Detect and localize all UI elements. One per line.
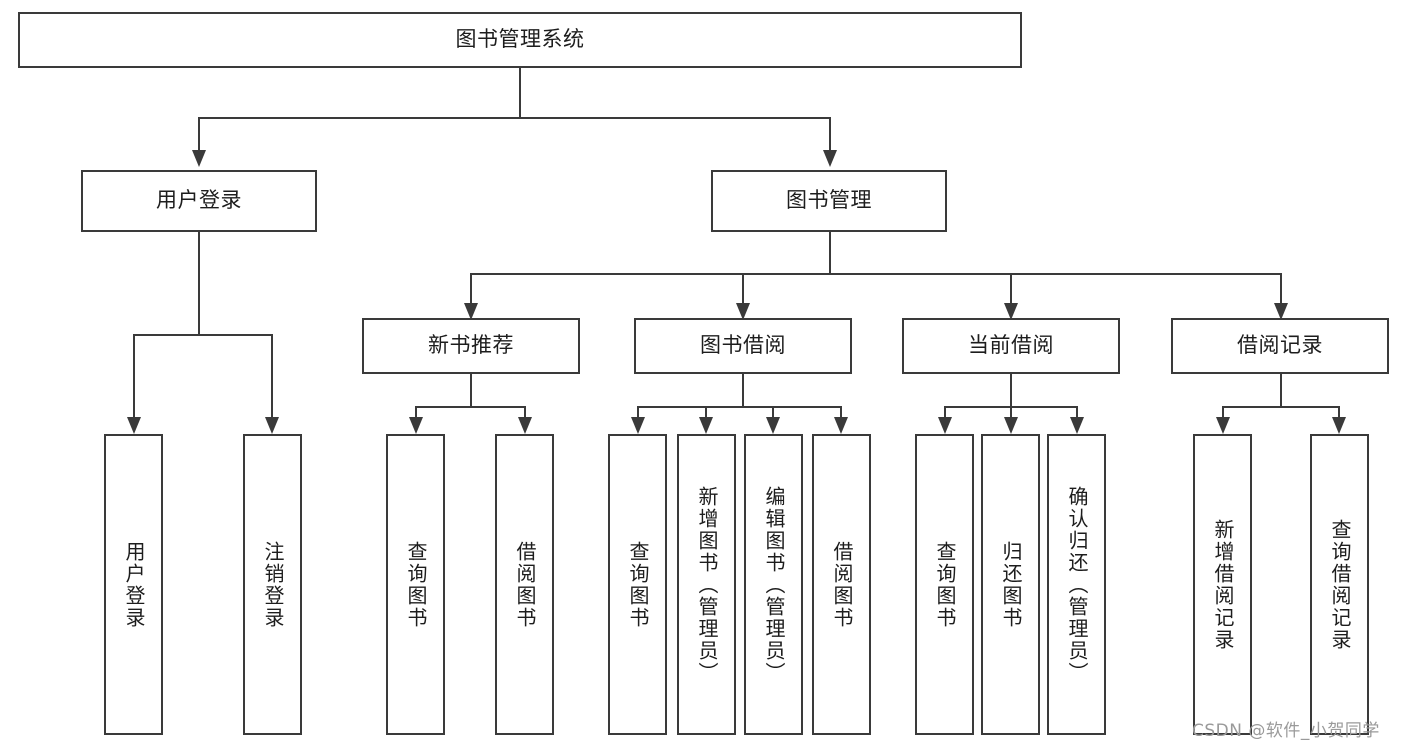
leaf-book-borrow-3[interactable]: 编辑图书（管理员） (744, 434, 803, 735)
arrow-to-book-borrow (736, 303, 750, 320)
node-label: 图书管理 (786, 188, 872, 213)
leaf-book-borrow-2[interactable]: 新增图书（管理员） (677, 434, 736, 735)
node-book-borrow[interactable]: 图书借阅 (634, 318, 852, 374)
edge-to-new-book-recommend (470, 273, 472, 306)
node-book-management[interactable]: 图书管理 (711, 170, 947, 232)
edge-to-current-borrow (1010, 273, 1012, 306)
edge-level2-bar (198, 117, 831, 119)
edge-to-book-management (829, 117, 831, 153)
leaf-book-borrow-4[interactable]: 借阅图书 (812, 434, 871, 735)
edge-user-login-stem (198, 232, 200, 335)
node-label: 当前借阅 (968, 333, 1054, 358)
edge-nbr-drop-1 (415, 406, 417, 420)
edge-user-login-drop-2 (271, 334, 273, 420)
arrow-cb-leaf-3 (1070, 417, 1084, 434)
edge-book-borrow-stem (742, 374, 744, 407)
leaf-current-borrow-3[interactable]: 确认归还（管理员） (1047, 434, 1106, 735)
edge-book-management-stem (829, 232, 831, 274)
edge-to-book-borrow (742, 273, 744, 306)
leaf-user-login-1[interactable]: 用户登录 (104, 434, 163, 735)
node-label: 查询图书 (404, 540, 428, 629)
edge-level3-bar (470, 273, 1281, 275)
arrow-br-leaf-2 (1332, 417, 1346, 434)
edge-bb-drop-1 (637, 406, 639, 420)
edge-current-borrow-stem (1010, 374, 1012, 407)
edge-bb-drop-3 (772, 406, 774, 420)
leaf-current-borrow-1[interactable]: 查询图书 (915, 434, 974, 735)
node-current-borrow[interactable]: 当前借阅 (902, 318, 1120, 374)
leaf-user-login-2[interactable]: 注销登录 (243, 434, 302, 735)
edge-to-borrow-record (1280, 273, 1282, 306)
node-label: 注销登录 (261, 540, 285, 629)
edge-to-user-login (198, 117, 200, 153)
edge-bb-drop-2 (705, 406, 707, 420)
arrow-bb-leaf-1 (631, 417, 645, 434)
edge-cb-drop-2 (1010, 406, 1012, 420)
node-label: 查询图书 (626, 540, 650, 629)
leaf-borrow-record-1[interactable]: 新增借阅记录 (1193, 434, 1252, 735)
node-root-book-management-system[interactable]: 图书管理系统 (18, 12, 1022, 68)
arrow-to-current-borrow (1004, 303, 1018, 320)
arrow-bb-leaf-2 (699, 417, 713, 434)
node-label: 借阅记录 (1237, 333, 1323, 358)
edge-cb-drop-3 (1076, 406, 1078, 420)
arrow-br-leaf-1 (1216, 417, 1230, 434)
arrow-to-user-login (192, 150, 206, 167)
node-label: 图书管理系统 (455, 27, 585, 52)
node-label: 新增图书（管理员） (695, 485, 719, 684)
node-label: 编辑图书（管理员） (762, 485, 786, 684)
edge-br-drop-1 (1222, 406, 1224, 420)
arrow-cb-leaf-1 (938, 417, 952, 434)
edge-br-drop-2 (1338, 406, 1340, 420)
node-label: 新增借阅记录 (1211, 518, 1235, 651)
edge-new-book-recommend-bar (415, 406, 526, 408)
arrow-cb-leaf-2 (1004, 417, 1018, 434)
arrow-bb-leaf-4 (834, 417, 848, 434)
watermark-text: CSDN @软件_小贺同学 (1192, 721, 1380, 741)
edge-nbr-drop-2 (524, 406, 526, 420)
edge-user-login-drop-1 (133, 334, 135, 420)
watermark: CSDN @软件_小贺同学 (1192, 716, 1380, 741)
edge-bb-drop-4 (840, 406, 842, 420)
node-label: 新书推荐 (428, 333, 514, 358)
node-new-book-recommend[interactable]: 新书推荐 (362, 318, 580, 374)
arrow-nbr-leaf-2 (518, 417, 532, 434)
leaf-borrow-record-2[interactable]: 查询借阅记录 (1310, 434, 1369, 735)
leaf-new-book-recommend-2[interactable]: 借阅图书 (495, 434, 554, 735)
node-label: 用户登录 (156, 188, 242, 213)
leaf-book-borrow-1[interactable]: 查询图书 (608, 434, 667, 735)
edge-book-borrow-bar (637, 406, 841, 408)
arrow-user-login-leaf-1 (127, 417, 141, 434)
edge-root-stem (519, 68, 521, 118)
leaf-current-borrow-2[interactable]: 归还图书 (981, 434, 1040, 735)
edge-new-book-recommend-stem (470, 374, 472, 407)
node-user-login[interactable]: 用户登录 (81, 170, 317, 232)
arrow-to-book-management (823, 150, 837, 167)
arrow-nbr-leaf-1 (409, 417, 423, 434)
arrow-to-new-book-recommend (464, 303, 478, 320)
node-label: 图书借阅 (700, 333, 786, 358)
edge-cb-drop-1 (944, 406, 946, 420)
node-label: 查询借阅记录 (1328, 518, 1352, 651)
arrow-to-borrow-record (1274, 303, 1288, 320)
node-label: 确认归还（管理员） (1065, 485, 1089, 684)
edge-user-login-bar (133, 334, 273, 336)
edge-borrow-record-stem (1280, 374, 1282, 407)
leaf-new-book-recommend-1[interactable]: 查询图书 (386, 434, 445, 735)
arrow-bb-leaf-3 (766, 417, 780, 434)
node-label: 借阅图书 (830, 540, 854, 629)
node-label: 归还图书 (999, 540, 1023, 629)
node-label: 用户登录 (122, 540, 146, 629)
edge-borrow-record-bar (1222, 406, 1340, 408)
node-borrow-record[interactable]: 借阅记录 (1171, 318, 1389, 374)
arrow-user-login-leaf-2 (265, 417, 279, 434)
node-label: 查询图书 (933, 540, 957, 629)
node-label: 借阅图书 (513, 540, 537, 629)
